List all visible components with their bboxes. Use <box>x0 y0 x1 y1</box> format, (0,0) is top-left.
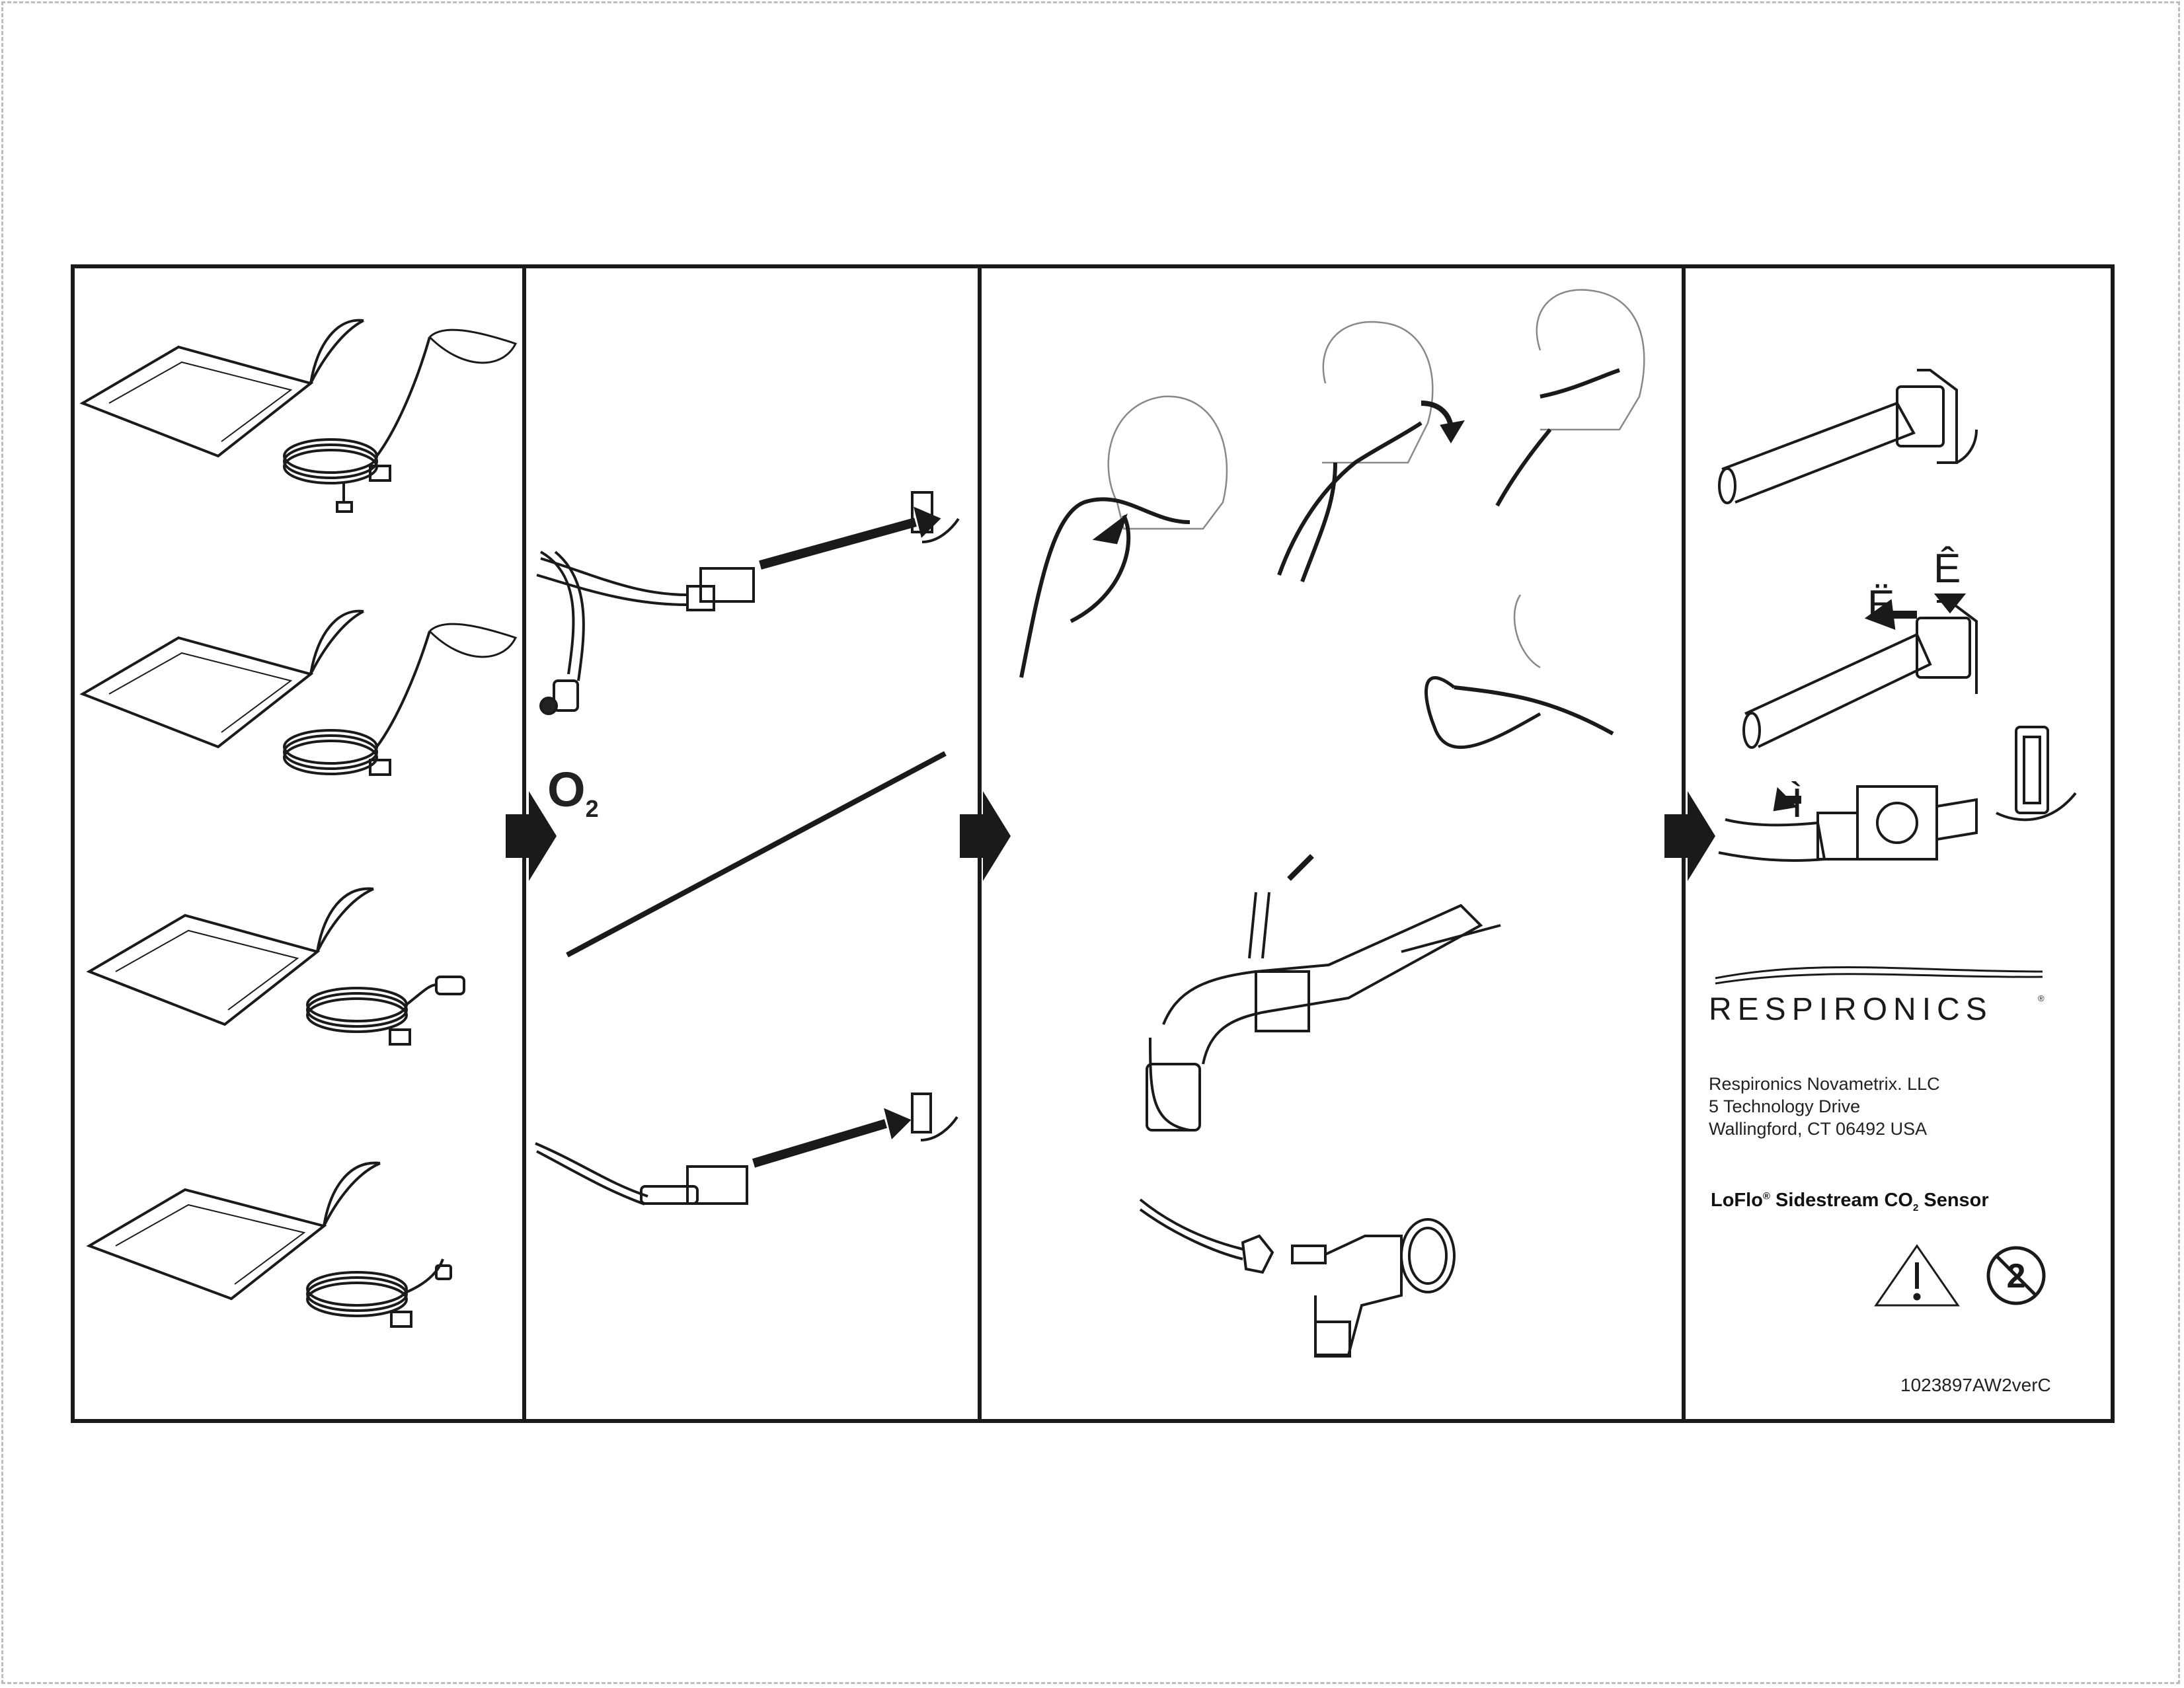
step-e-circ-label: Ê <box>1933 546 1961 592</box>
step-i-grave-label: Ì <box>1791 781 1803 826</box>
address-line-2: 5 Technology Drive <box>1709 1096 1861 1116</box>
adapter-connect-icon <box>1718 726 2077 862</box>
logo-swoosh-icon <box>1715 966 2043 985</box>
step-arrow-icon <box>506 791 557 881</box>
step-arrow-icon <box>960 791 1011 881</box>
cannula-placement-icon <box>1019 368 1620 749</box>
document-number: 1023897AW2verC <box>1900 1375 2051 1395</box>
package-nasal-cannula-icon <box>79 319 518 513</box>
oxygen-label: O2 <box>547 762 599 822</box>
cannula-connection-icon <box>535 1093 958 1206</box>
package-nasal-cannula-o2-icon <box>79 609 518 776</box>
connector-insert-icon <box>1718 369 1978 504</box>
step-e-umlaut-label: Ë <box>1867 582 1895 628</box>
cannula-o2-connection-icon <box>536 491 960 715</box>
elbow-adapter-icon <box>1139 1198 1456 1358</box>
warning-triangle-icon <box>1874 1244 1960 1307</box>
address-line-1: Respironics Novametrix. LLC <box>1709 1074 1940 1094</box>
svg-text:2: 2 <box>2007 1257 2026 1295</box>
connector-remove-icon <box>1742 594 1978 749</box>
company-logo: RESPIRONICS <box>1709 992 1993 1027</box>
airway-adapter-circuit-icon <box>1146 854 1501 1132</box>
patient-head-icon <box>1107 289 1645 669</box>
panel-frame <box>71 264 2115 1423</box>
package-luer-adapter-icon <box>86 1161 452 1328</box>
package-airway-adapter-icon <box>86 887 465 1046</box>
registered-mark: ® <box>2038 993 2045 1003</box>
step-arrow-icon <box>1664 791 1715 881</box>
address-line-3: Wallingford, CT 06492 USA <box>1709 1119 1928 1139</box>
divider-slash <box>566 751 947 958</box>
do-not-reuse-icon: 2 <box>1986 1246 2046 1305</box>
product-name: LoFlo® Sidestream CO2 Sensor <box>1711 1190 1989 1213</box>
